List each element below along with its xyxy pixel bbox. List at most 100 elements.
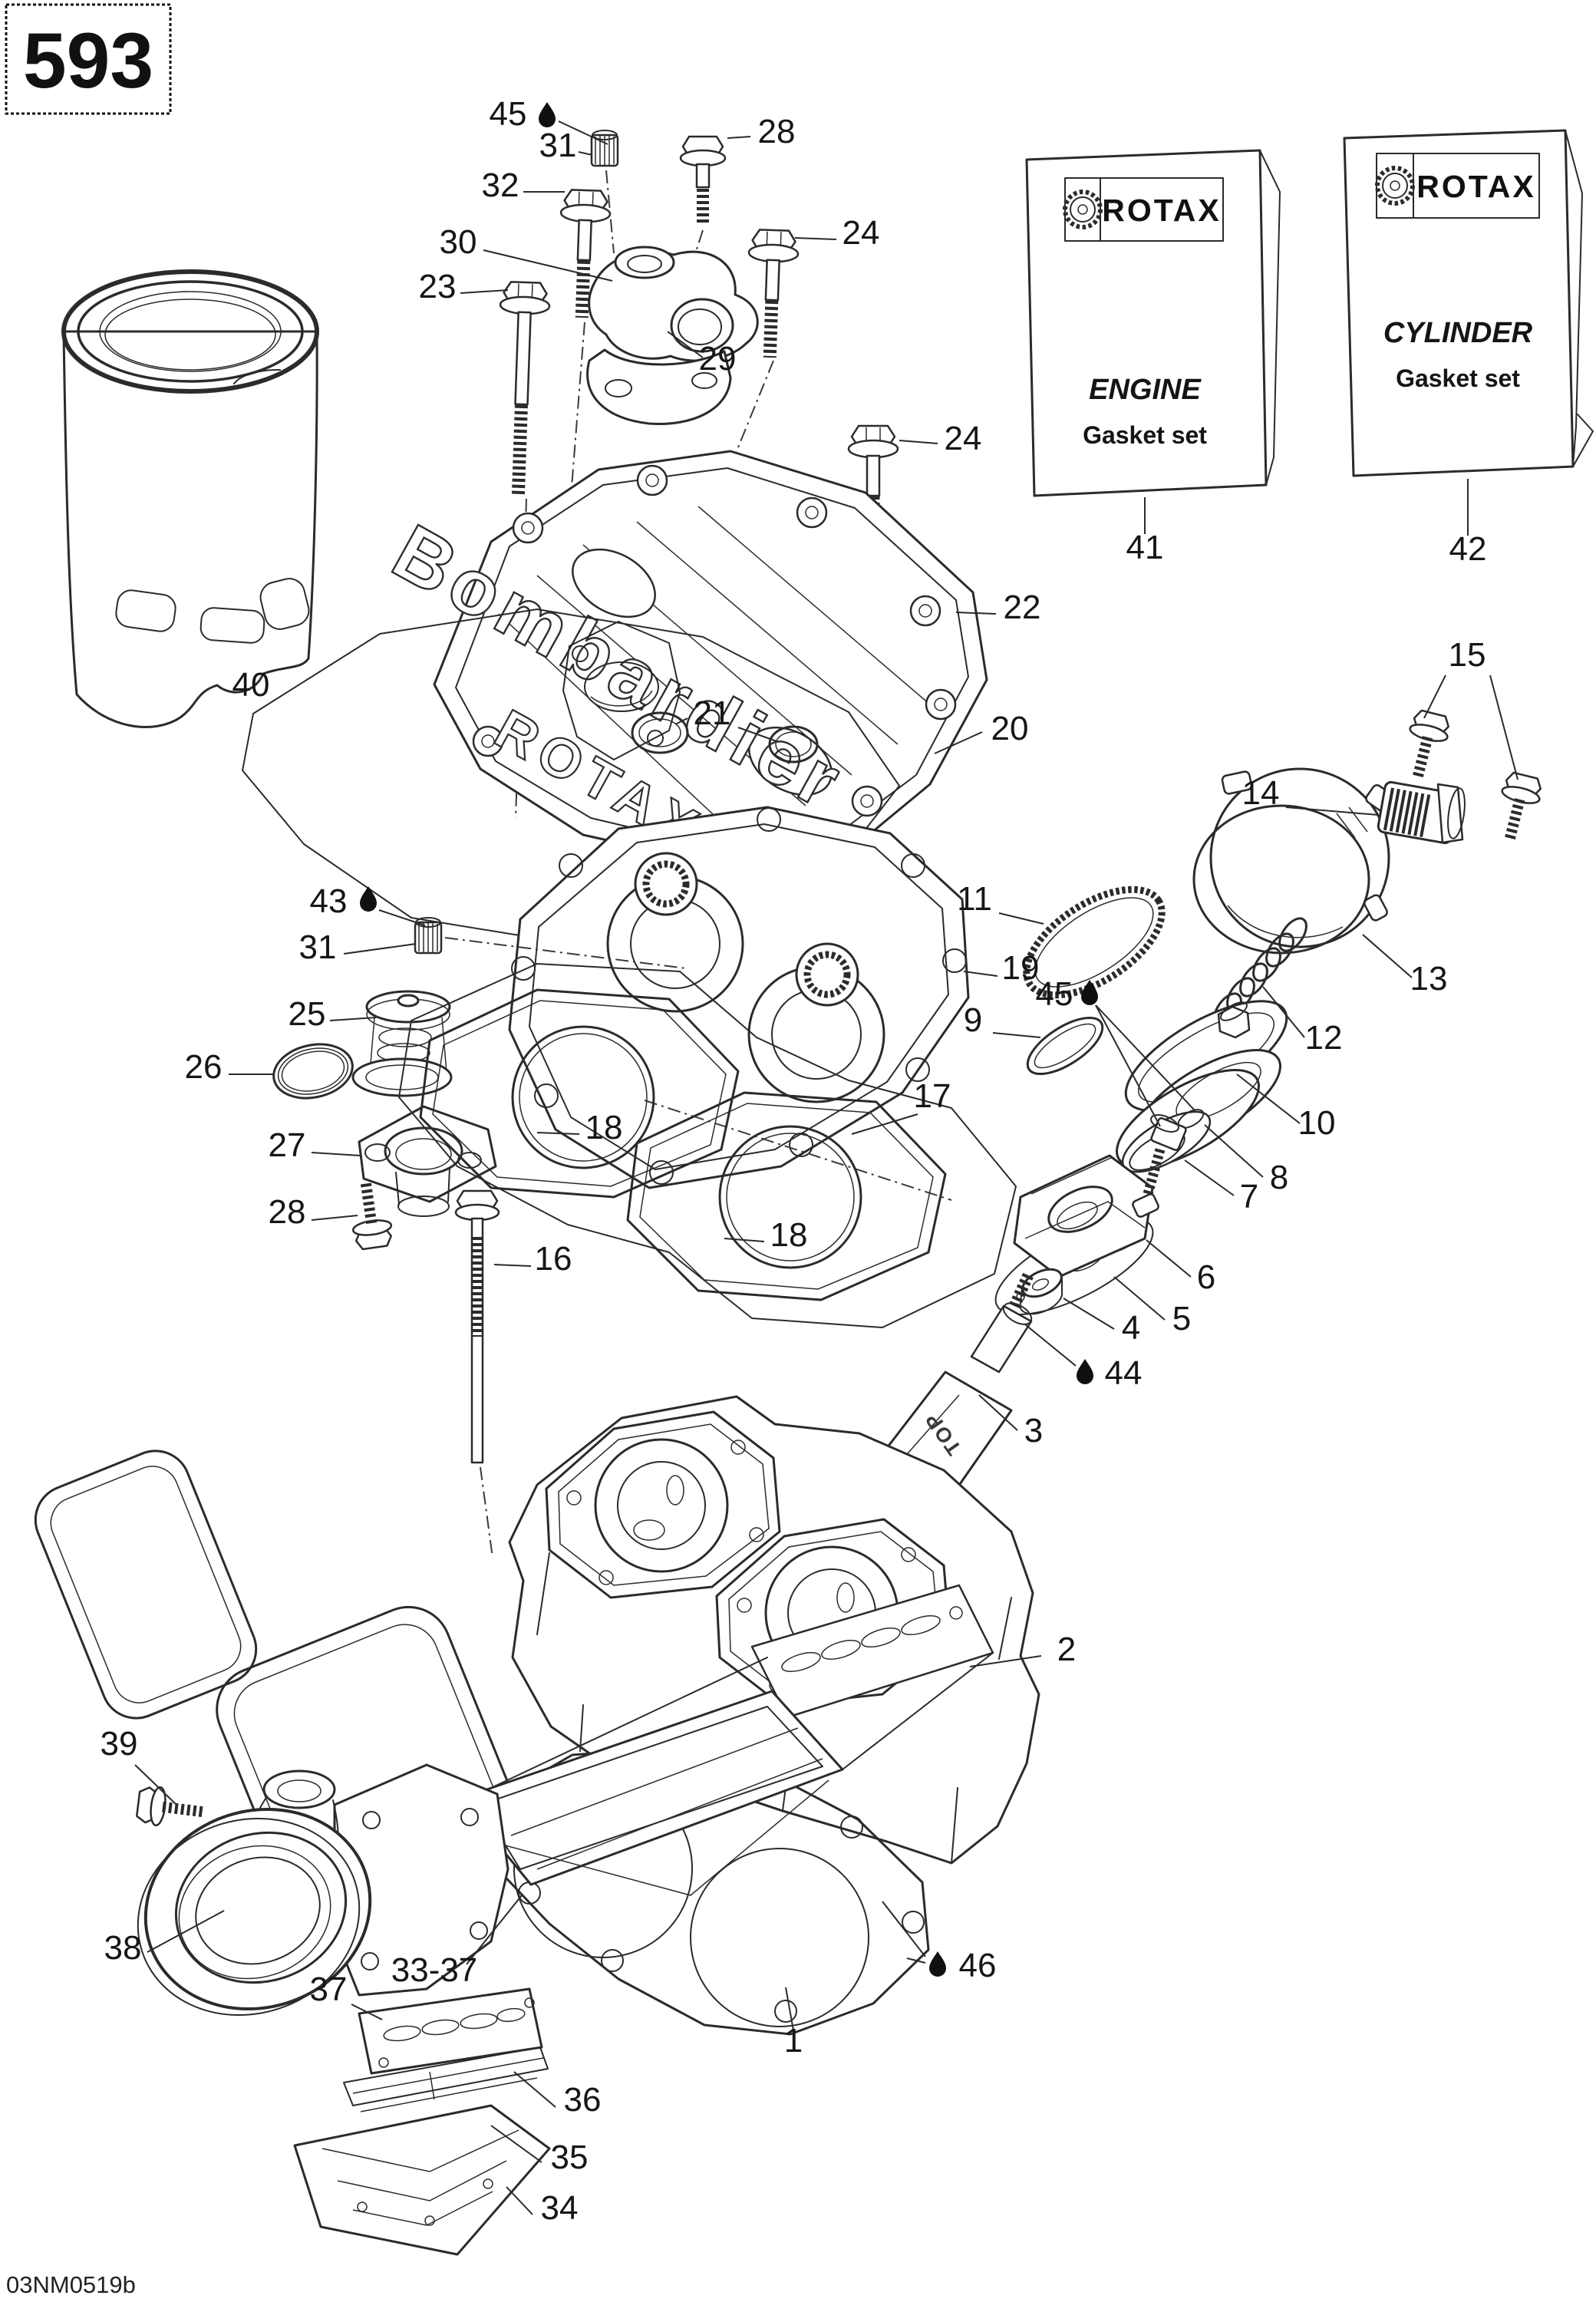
callout-28: 28 [758,113,796,150]
part-reed-cage-33-37 [459,1584,994,1896]
leader-line [737,727,777,742]
callout-42: 42 [1449,530,1487,568]
part-oring-21-pair [631,711,819,763]
callout-38: 38 [104,1929,142,1967]
oil-drop-icon [360,886,377,912]
leader-line [1184,1159,1235,1196]
leader-line [1024,1324,1077,1367]
callout-18: 18 [770,1216,808,1254]
callout-39: 39 [101,1725,138,1763]
leader-line [351,2004,383,2020]
callout-32: 32 [482,167,519,204]
leader-line [1204,1124,1264,1178]
leader-line [667,331,704,358]
oil-drop-icon [1077,1359,1093,1384]
cylinder-top-left [545,1410,781,1599]
part-water-outlet-29 [515,170,874,831]
leader-line [1262,986,1305,1038]
oil-drop-icon [929,1951,946,1977]
package-subtitle-2: Gasket set [1396,364,1520,392]
part-reed-petals-35 [343,2046,549,2112]
leader-line [493,1264,532,1267]
leader-line [536,1132,580,1135]
leader-line [578,151,593,156]
package-brand-1: ROTAX [1102,193,1221,228]
leader-line [1489,674,1519,780]
callout-10: 10 [1298,1104,1336,1142]
drawing-code: 03NM0519b [6,2271,136,2298]
callout-31: 31 [299,928,337,966]
model-badge-frame [5,3,172,115]
leader-line [727,136,751,139]
callout-24: 24 [945,420,982,457]
leader-line [785,1987,794,2031]
callout-3: 3 [1024,1412,1043,1449]
part-cylinder-head-19 [444,806,970,1201]
leader-line [851,1113,918,1135]
leader-line [906,1957,926,1964]
package-title-1: ENGINE [1089,374,1202,406]
engine-gasket-set-package: ROTAX ENGINE Gasket set [1025,149,1281,497]
leader-line [1063,1298,1115,1330]
callout-9: 9 [964,1001,982,1039]
part-oring-26 [272,1043,354,1100]
setscrew-31a [590,129,619,167]
callout-40: 40 [232,666,270,704]
bolt-24a [745,229,799,358]
callout-26: 26 [185,1048,223,1086]
oil-drop-icon [1081,980,1098,1005]
leader-line [1236,1073,1301,1124]
callout-18: 18 [585,1109,623,1146]
callout-27: 27 [269,1126,306,1164]
leader-line [978,1394,1018,1431]
callout-19: 19 [1002,949,1040,987]
model-number: 593 [23,17,153,104]
callout-16: 16 [535,1240,572,1278]
callout-6: 6 [1197,1258,1215,1296]
callout-34: 34 [541,2189,579,2227]
bolt-39 [136,1785,204,1831]
part-cylinder-sleeve-40 [61,269,319,728]
callout-43: 43 [310,882,348,920]
leader-line [311,1152,361,1156]
leader-line [1285,806,1379,816]
leader-line [934,731,983,754]
callout-11: 11 [957,880,992,918]
callout-25: 25 [289,995,326,1033]
leader-line [513,2071,556,2108]
leader-line [378,909,426,926]
leader-line [1095,1004,1195,1110]
part-head-cover-22: Bombardier ROTAX [378,450,988,866]
leader-line [311,1215,358,1221]
leader-line [992,1032,1041,1038]
callout-22: 22 [1004,589,1041,626]
callout-2: 2 [1057,1631,1076,1668]
leader-line [1423,674,1446,719]
leader-line [506,2186,533,2215]
part-oring-11 [1023,886,1166,999]
part-stud-16 [454,1189,500,1558]
leader-line [1362,934,1413,978]
oil-drop-icon [539,102,556,127]
callout-15: 15 [1449,636,1486,674]
leader-line [882,1901,926,1957]
leader-line [134,1764,177,1806]
package-title-2: CYLINDER [1383,317,1533,349]
part-thermostat-cap-13 [1192,767,1400,955]
cylinder-gasket-set-package: ROTAX CYLINDER Gasket set [1343,129,1594,477]
callout-41: 41 [1126,529,1164,566]
part-thermostat-flange-27 [358,1105,497,1217]
callout-29: 29 [699,340,737,378]
leader-line [147,1910,225,1953]
bolt-15b [1492,771,1545,843]
leader-line [343,943,417,955]
bolt-15a [1400,709,1453,781]
leader-line [794,237,837,240]
callout-21: 21 [694,694,731,732]
leader-line [998,912,1044,925]
rave-gasket-left [34,1449,258,1720]
part-housing-6 [1013,1154,1159,1278]
part-plug-14 [1377,780,1466,845]
